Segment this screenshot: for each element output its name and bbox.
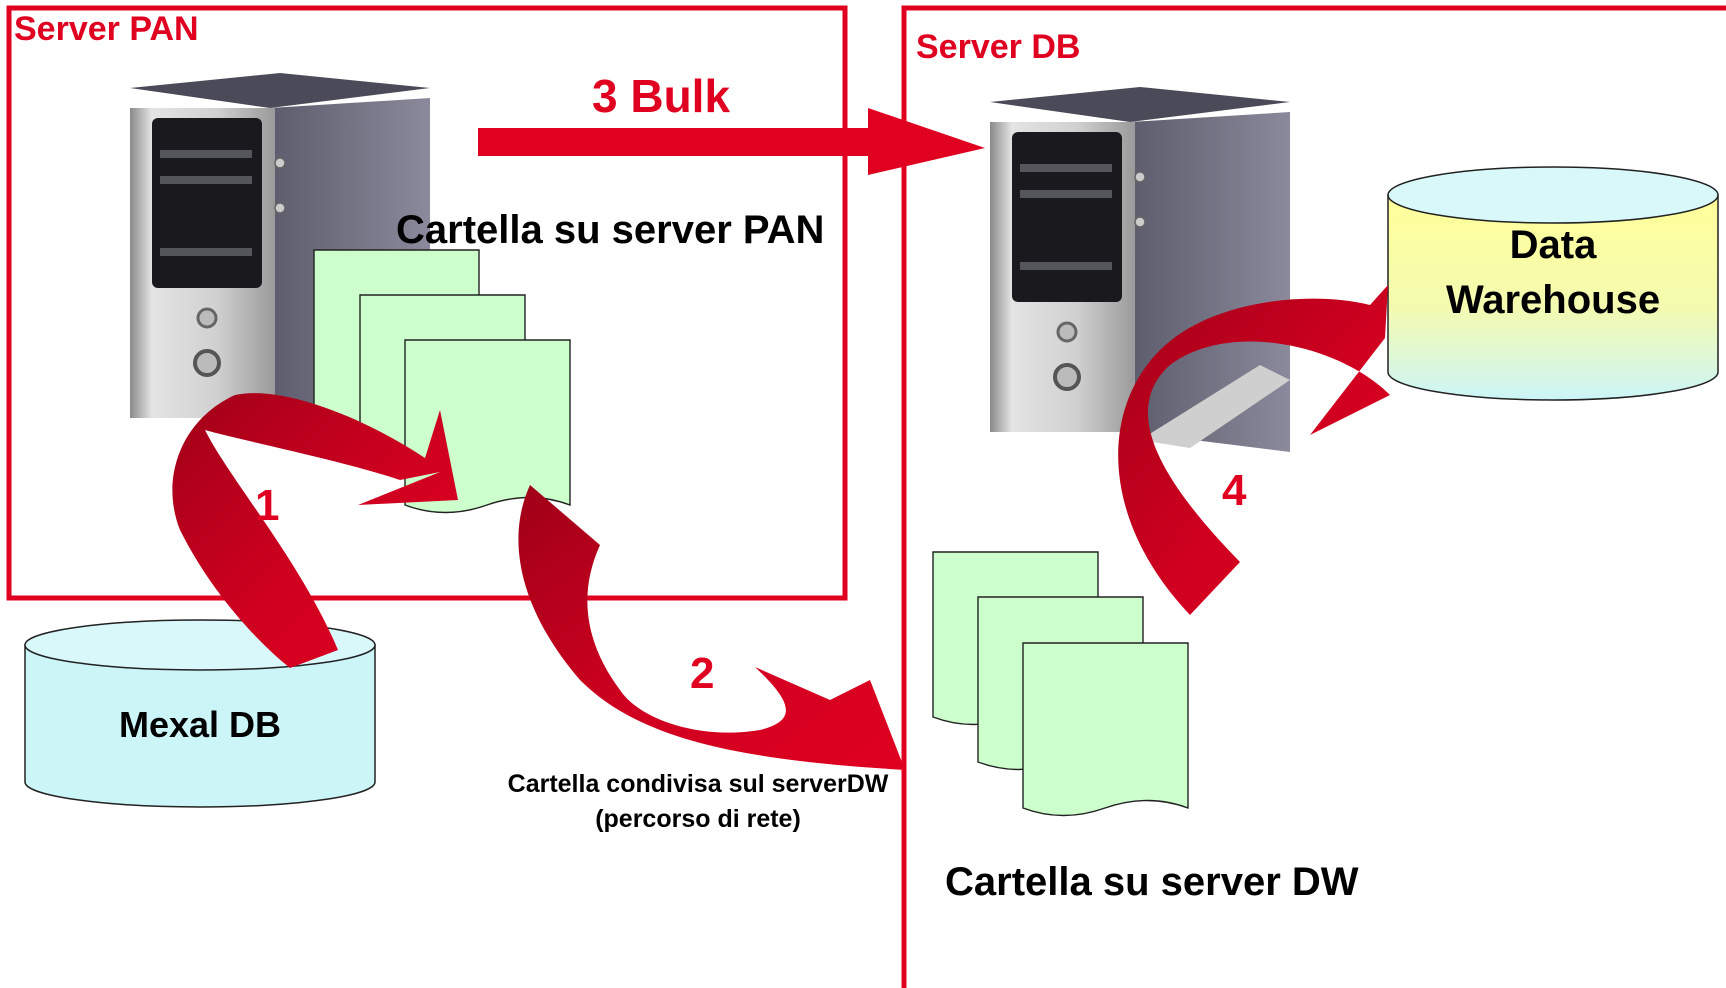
server-db-shadow (1140, 365, 1290, 448)
bulk-arrow (478, 108, 985, 175)
shared-folder-line1: Cartella condivisa sul serverDW (508, 770, 889, 798)
server-pan-frame (6, 5, 848, 601)
shared-folder-line2: (percorso di rete) (595, 805, 801, 833)
step4-arrow (1118, 285, 1390, 615)
database-cylinder-icon-dw (1387, 166, 1719, 401)
document-stack-icon-dw (932, 551, 1189, 817)
step4-label: 4 (1222, 466, 1247, 515)
dw-label-line2: Warehouse (1446, 278, 1660, 322)
step1-arrow (172, 393, 458, 668)
dw-label-line1: Data (1510, 223, 1597, 267)
pan-folder-label: Cartella su server PAN (396, 208, 824, 252)
step2-label: 2 (690, 649, 714, 698)
dw-folder-label: Cartella su server DW (945, 860, 1359, 904)
server-db-frame (901, 5, 1726, 988)
step2-arrow (518, 485, 905, 770)
step3-label: 3 Bulk (592, 70, 730, 122)
server-pan-title: Server PAN (14, 10, 199, 48)
mexal-db-label: Mexal DB (119, 704, 281, 745)
step1-label: 1 (255, 481, 279, 530)
server-db-title: Server DB (916, 28, 1080, 66)
